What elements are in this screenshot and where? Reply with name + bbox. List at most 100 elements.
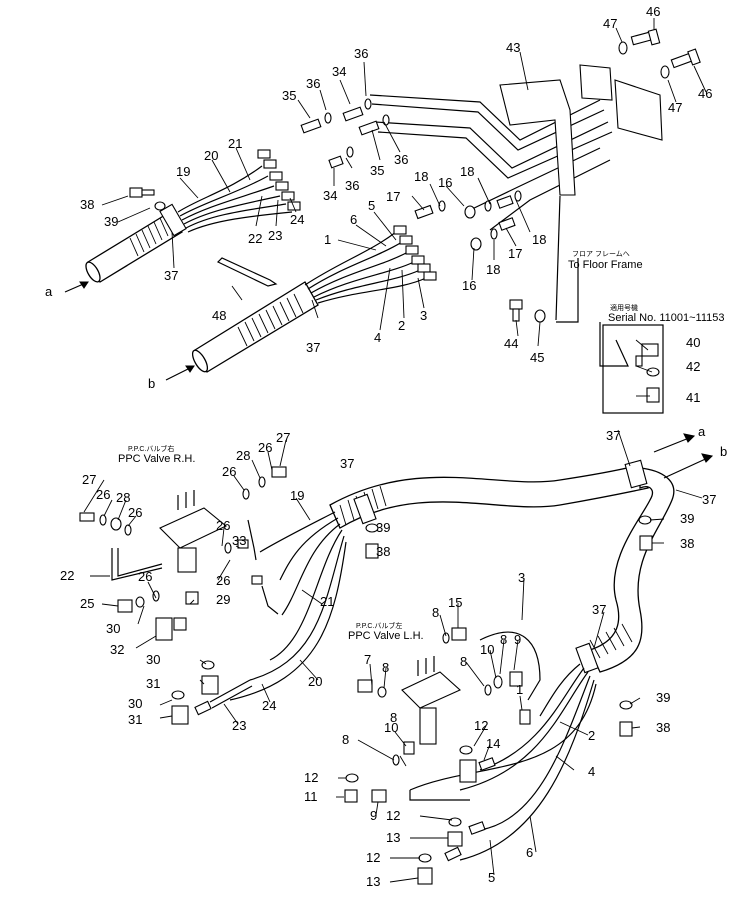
callout-numbers: a b 35 36 34 36 36 35 36 34 21 20 19 38 … [45,4,727,889]
callout: 34 [323,188,337,203]
callout: 42 [686,359,700,374]
callout: 2 [398,318,405,333]
callout: 38 [680,536,694,551]
callout: 27 [276,430,290,445]
ppc-lh-en: PPC Valve L.H. [348,630,424,642]
callout: 30 [106,621,120,636]
upper-hose-bundle-a [177,165,293,233]
ppc-rh-en: PPC Valve R.H. [118,453,195,465]
callout: 5 [368,198,375,213]
text-labels: フロア フレームへ To Floor Frame 適用号機 Serial No.… [118,250,725,642]
callout: 1 [516,682,523,697]
spiral-guard-b [237,293,304,347]
lower-fitting-cluster [393,225,437,281]
callout: 28 [116,490,130,505]
callout: 30 [146,652,160,667]
callout: 46 [646,4,660,19]
callout-a-lower: a [698,424,706,439]
callout: 37 [164,268,178,283]
callout: 8 [432,605,439,620]
main-hose-right-bend [589,467,675,673]
callout: 18 [460,164,474,179]
callout: 9 [370,808,377,823]
upper-hose-bundle-b [304,231,427,304]
callout: 29 [216,592,230,607]
callout: 44 [504,336,518,351]
callout: 13 [386,830,400,845]
callout: 26 [216,573,230,588]
callout: 8 [390,710,397,725]
to-floor-frame-en: To Floor Frame [568,259,643,271]
callout: 8 [460,654,467,669]
callout-b: b [148,376,155,391]
washer-47-right [660,65,670,79]
callout: 30 [128,696,142,711]
callout: 38 [376,544,390,559]
rh-hose-bundle [229,511,347,701]
ppc-lh-jp: P.P.C.バルブ左 [356,621,402,630]
callout: 24 [290,212,304,227]
callout: 16 [438,175,452,190]
callout: 4 [588,764,595,779]
callout: 3 [518,570,525,585]
callout: 33 [232,533,246,548]
callout: 25 [80,596,94,611]
lower-main-hoses [329,433,714,737]
callout: 23 [232,718,246,733]
serial-inset [599,322,664,414]
spiral-guard-a [129,217,169,257]
callout: 35 [370,163,384,178]
callout: 18 [486,262,500,277]
callout: 39 [680,511,694,526]
bolt-46-top [630,28,661,46]
callout: 5 [488,870,495,885]
callout: 39 [104,214,118,229]
callout: 31 [146,676,160,691]
callout: 6 [526,845,533,860]
callout: 7 [364,652,371,667]
callout: 19 [290,488,304,503]
upper-hose-assembly [64,28,701,381]
callout: 37 [306,340,320,355]
callout: 38 [656,720,670,735]
callout: 11 [304,789,318,804]
callout: 20 [204,148,218,163]
callout: 36 [306,76,320,91]
to-floor-frame-jp: フロア フレームへ [572,250,630,258]
leader-lines [83,18,707,883]
callout-b-lower: b [720,444,727,459]
callout: 12 [304,770,318,785]
callout: 15 [448,595,462,610]
callout: 19 [176,164,190,179]
callout: 38 [80,197,94,212]
ppc-valve-lh [401,671,461,709]
callout: 26 [258,440,272,455]
callout: 10 [480,642,494,657]
callout: 28 [236,448,250,463]
callout: 1 [324,232,331,247]
callout: 34 [332,64,346,79]
callout: 41 [686,390,700,405]
washer-45 [534,309,546,323]
callout: 36 [394,152,408,167]
ppc-valve-rh [159,507,228,549]
callout: 26 [128,505,142,520]
callout: 39 [656,690,670,705]
callout: 47 [668,100,682,115]
callout: 4 [374,330,381,345]
callout: 45 [530,350,544,365]
clip-48 [216,257,278,287]
callout: 21 [228,136,242,151]
serial-en: Serial No. 11001~11153 [608,312,725,324]
upper-fitting-cluster [257,149,301,211]
callout: 9 [514,632,521,647]
callout: 18 [414,169,428,184]
callout: 12 [386,808,400,823]
callout: 16 [462,278,476,293]
callout: 40 [686,335,700,350]
fittings-34-35-36 [300,98,390,169]
washer-47-top [618,41,628,55]
callout: 6 [350,212,357,227]
bolt-38-top [129,187,155,198]
callout: 8 [500,632,507,647]
